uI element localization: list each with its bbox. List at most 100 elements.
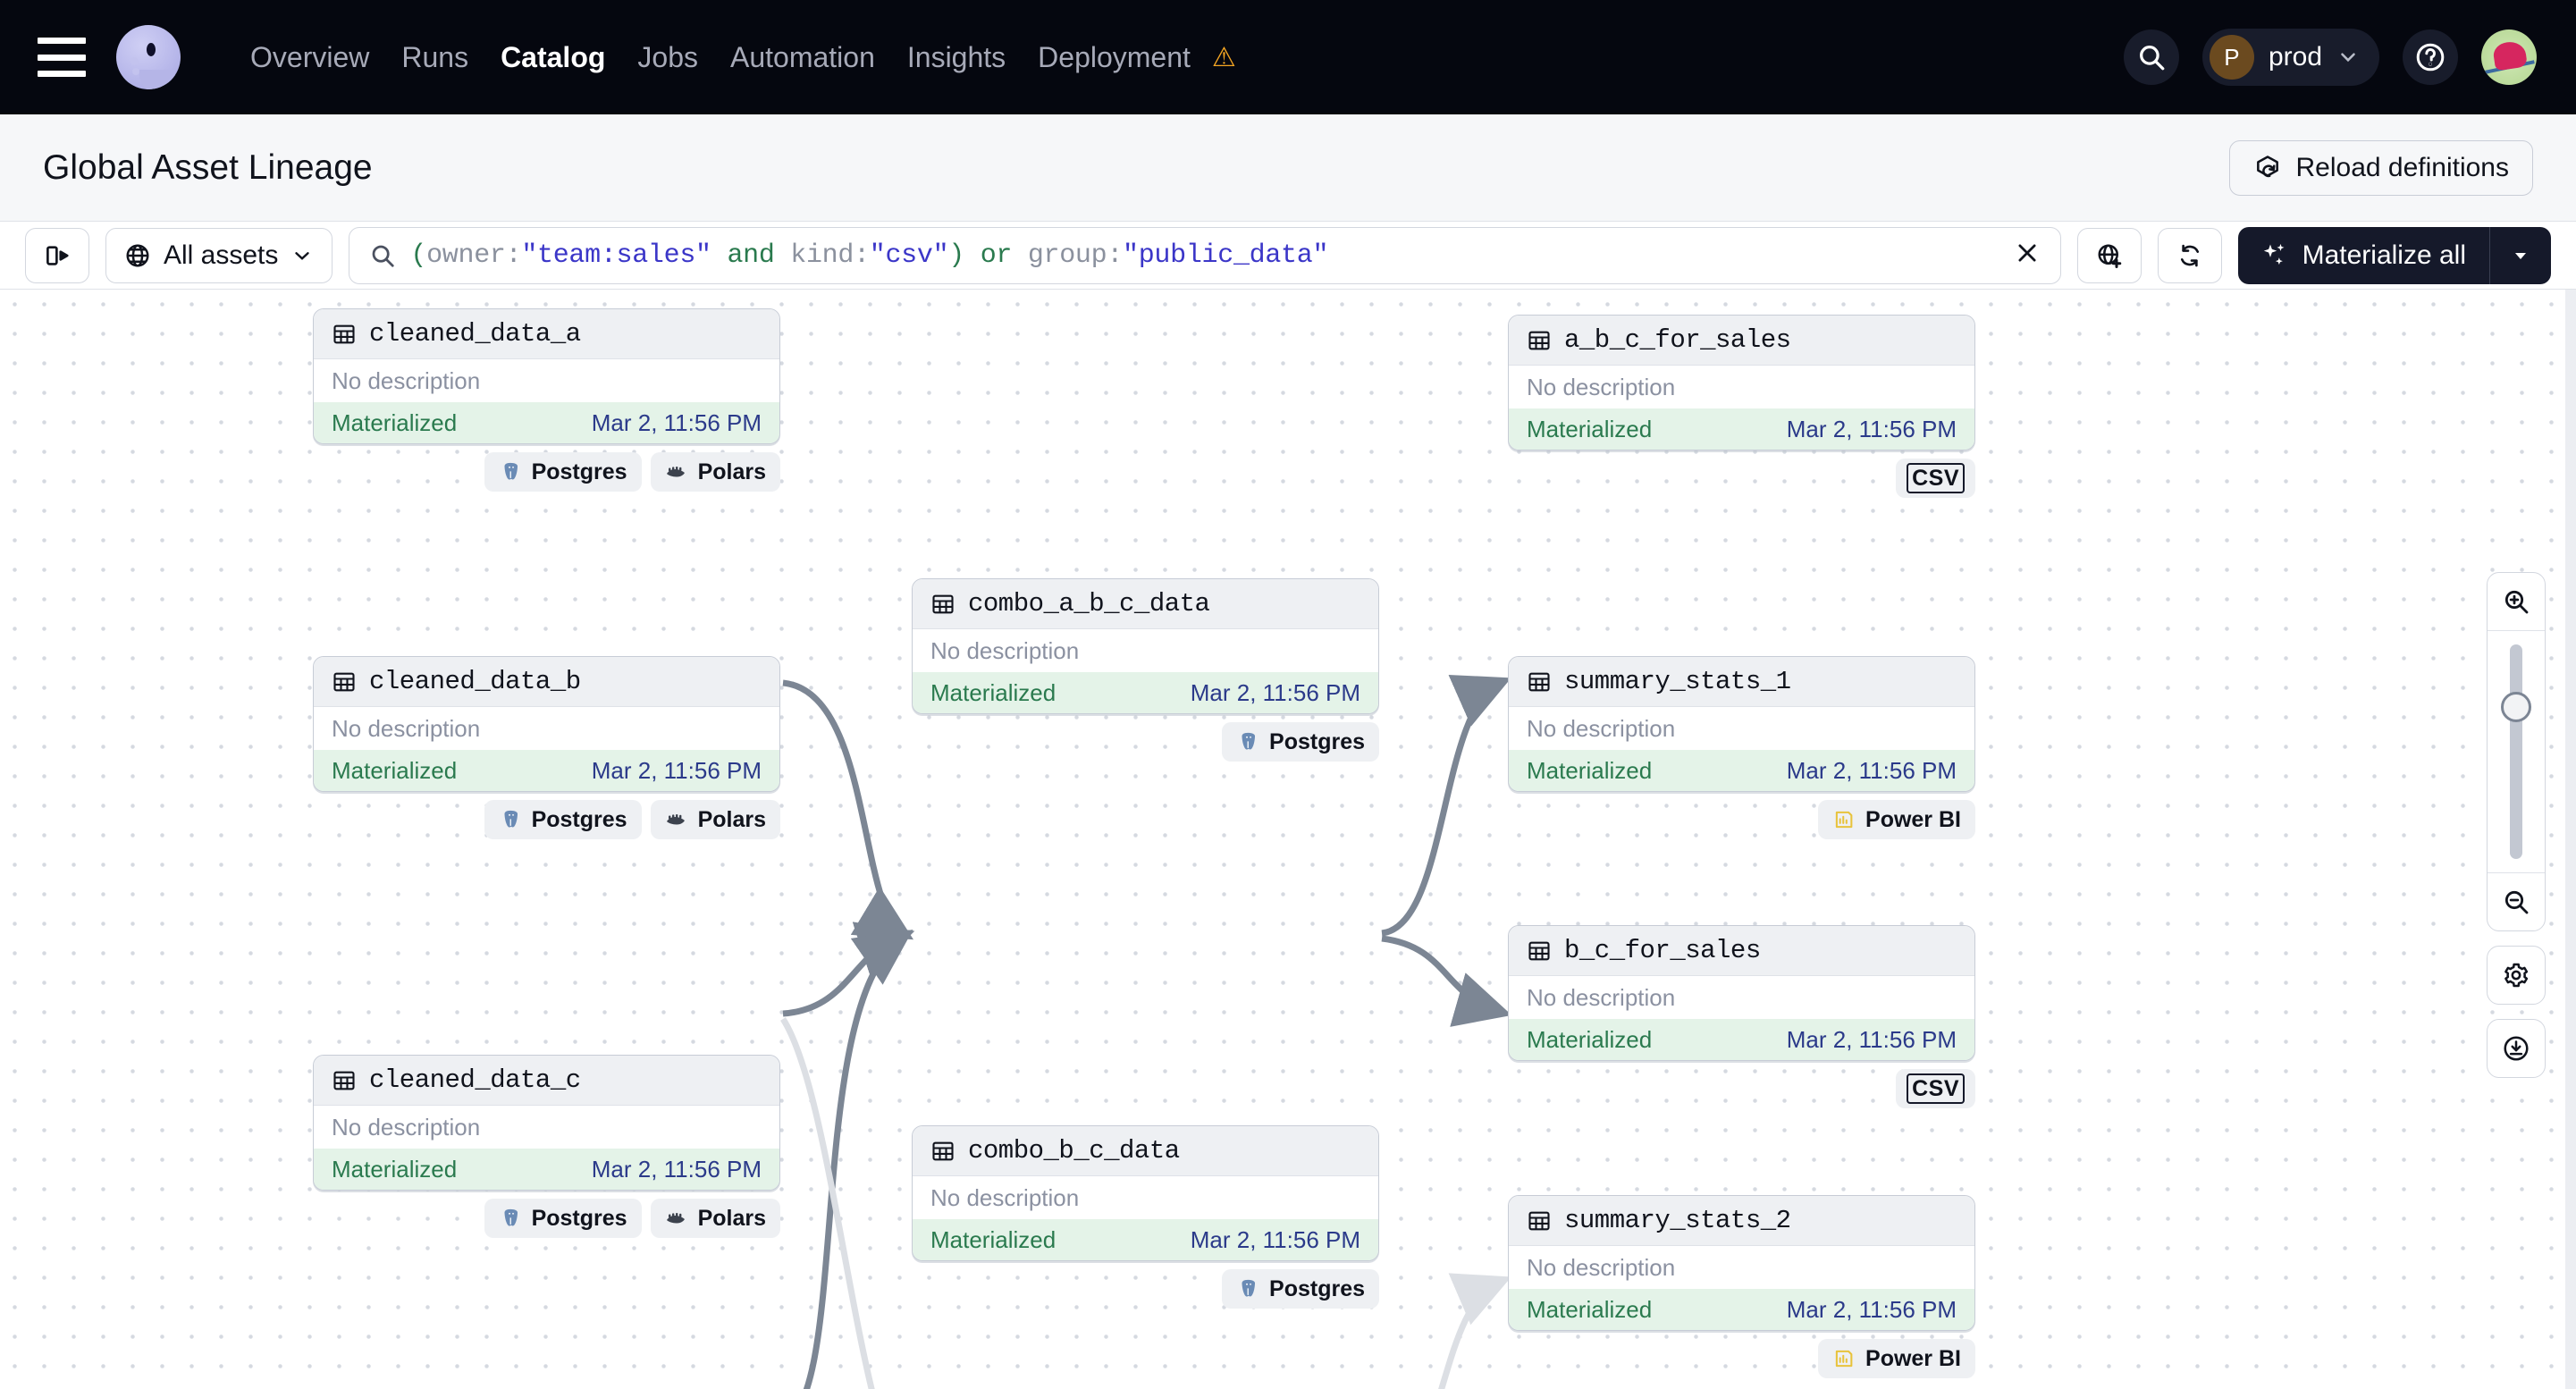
kind-tag[interactable]: CSV — [1896, 1069, 1975, 1108]
csv-icon: CSV — [1907, 1073, 1965, 1105]
asset-kind-tags: Power BI — [1508, 800, 1975, 839]
kind-tag-label: Postgres — [1269, 728, 1365, 754]
nav-link-catalog[interactable]: Catalog — [501, 40, 606, 73]
table-icon — [333, 324, 355, 343]
query-token: or — [964, 240, 1028, 271]
query-token: owner — [426, 240, 506, 271]
kind-tag[interactable]: Polars — [650, 1199, 780, 1238]
asset-node[interactable]: combo_b_c_data No description Materializ… — [912, 1125, 1379, 1261]
asset-node-description: No description — [930, 636, 1080, 664]
status-timestamp: Mar 2, 11:56 PM — [1786, 756, 1957, 784]
nav-link-automation[interactable]: Automation — [730, 40, 875, 73]
asset-node-status: Materialized Mar 2, 11:56 PM — [1509, 408, 1974, 450]
table-icon — [1528, 941, 1550, 960]
zoom-slider-thumb[interactable] — [2501, 692, 2531, 722]
table-icon — [1528, 331, 1550, 349]
asset-node[interactable]: b_c_for_sales No description Materialize… — [1508, 925, 1975, 1061]
kind-tag[interactable]: Postgres — [1222, 722, 1379, 762]
kind-tag[interactable]: Power BI — [1818, 800, 1975, 839]
download-circle-icon — [2504, 1036, 2529, 1061]
asset-scope-filter[interactable]: All assets — [105, 227, 333, 283]
asset-node-title: summary_stats_1 — [1564, 667, 1791, 696]
nav-link-insights[interactable]: Insights — [906, 40, 1006, 73]
refresh-button[interactable] — [2157, 227, 2222, 283]
gear-icon — [2504, 963, 2529, 988]
status-badge: Materialized — [1527, 1295, 1653, 1323]
kind-tag[interactable]: Postgres — [1222, 1269, 1379, 1309]
graph-settings-button[interactable] — [2487, 946, 2546, 1005]
kind-tag[interactable]: Postgres — [484, 800, 642, 839]
sparkle-icon — [2263, 243, 2285, 265]
top-navigation-bar: Overview Runs Catalog Jobs Automation Insight… — [0, 0, 2576, 114]
materialize-dropdown-toggle[interactable] — [2490, 245, 2551, 266]
chevron-down-icon — [295, 251, 310, 260]
asset-node-description: No description — [1527, 1253, 1676, 1281]
asset-node[interactable]: cleaned_data_b No description Materializ… — [313, 656, 780, 792]
asset-node-title: combo_a_b_c_data — [968, 589, 1210, 619]
search-icon — [373, 245, 395, 267]
globe-plus-icon — [2098, 244, 2121, 268]
nav-link-runs[interactable]: Runs — [401, 40, 469, 73]
kind-tag-label: Postgres — [531, 806, 627, 832]
asset-kind-tags: Postgres — [912, 1269, 1379, 1309]
user-avatar[interactable] — [2481, 29, 2537, 85]
search-icon[interactable] — [2123, 29, 2179, 85]
table-icon — [333, 672, 355, 691]
powerbi-icon — [1835, 811, 1853, 829]
help-circle-icon[interactable] — [2403, 29, 2458, 85]
materialize-all-button[interactable]: Materialize all — [2237, 226, 2551, 284]
globe-add-button[interactable] — [2076, 227, 2142, 283]
vertical-scrollbar[interactable] — [2565, 290, 2576, 1389]
table-icon — [932, 1141, 954, 1160]
search-input[interactable]: (owner:"team:sales" and kind:"csv") or g… — [410, 240, 1328, 271]
zoom-in-icon[interactable] — [2488, 573, 2545, 630]
asset-node[interactable]: summary_stats_2 No description Materiali… — [1508, 1195, 1975, 1331]
asset-node-status: Materialized Mar 2, 11:56 PM — [314, 402, 779, 443]
sidebar-toggle-button[interactable] — [25, 227, 89, 283]
zoom-slider[interactable] — [2488, 631, 2545, 872]
kind-tag[interactable]: Postgres — [484, 452, 642, 492]
query-token: "public_data" — [1123, 240, 1329, 271]
powerbi-icon — [1835, 1350, 1853, 1368]
asset-node[interactable]: combo_a_b_c_data No description Material… — [912, 578, 1379, 714]
download-graph-button[interactable] — [2487, 1019, 2546, 1078]
asset-node-status: Materialized Mar 2, 11:56 PM — [913, 1219, 1378, 1260]
dagster-logo[interactable] — [116, 25, 181, 89]
status-badge: Materialized — [930, 1225, 1056, 1253]
zoom-out-icon[interactable] — [2488, 873, 2545, 930]
lineage-toolbar: All assets (owner:"team:sales" and kind:… — [0, 222, 2576, 290]
panel-expand-icon — [46, 245, 69, 265]
asset-node-description: No description — [332, 714, 481, 742]
kind-tag[interactable]: Postgres — [484, 1199, 642, 1238]
asset-node-title: a_b_c_for_sales — [1564, 325, 1791, 355]
asset-search-box[interactable]: (owner:"team:sales" and kind:"csv") or g… — [349, 226, 2061, 284]
kind-tag[interactable]: Power BI — [1818, 1339, 1975, 1378]
status-timestamp: Mar 2, 11:56 PM — [1786, 1295, 1957, 1323]
refresh-icon — [2180, 244, 2199, 266]
asset-node[interactable]: cleaned_data_c No description Materializ… — [313, 1055, 780, 1191]
kind-tag[interactable]: CSV — [1896, 459, 1975, 498]
reload-definitions-button[interactable]: Reload definitions — [2228, 139, 2533, 196]
asset-scope-label: All assets — [164, 240, 279, 270]
kind-tag[interactable]: Polars — [650, 800, 780, 839]
lineage-graph-canvas[interactable]: cleaned_data_a No description Materializ… — [0, 290, 2576, 1389]
asset-kind-tags: Postgres Polars — [313, 1199, 780, 1238]
deployment-selector[interactable]: P prod — [2201, 29, 2379, 86]
query-token: : — [1107, 240, 1124, 271]
asset-node-header: summary_stats_1 — [1509, 657, 1974, 707]
kind-tag[interactable]: Polars — [650, 452, 780, 492]
asset-node-description: No description — [1527, 983, 1676, 1011]
asset-node[interactable]: cleaned_data_a No description Materializ… — [313, 308, 780, 444]
clear-search-icon[interactable] — [2014, 240, 2041, 271]
hamburger-menu-icon[interactable] — [38, 38, 86, 77]
asset-node[interactable]: summary_stats_1 No description Materiali… — [1508, 656, 1975, 792]
nav-link-deployment[interactable]: Deployment — [1038, 40, 1191, 73]
asset-node-header: cleaned_data_a — [314, 309, 779, 359]
asset-node-title: cleaned_data_a — [369, 319, 581, 349]
nav-link-jobs[interactable]: Jobs — [637, 40, 698, 73]
deployment-badge: P — [2209, 35, 2254, 80]
reload-definitions-label: Reload definitions — [2295, 152, 2510, 182]
asset-node-status: Materialized Mar 2, 11:56 PM — [1509, 750, 1974, 791]
asset-node[interactable]: a_b_c_for_sales No description Materiali… — [1508, 315, 1975, 450]
nav-link-overview[interactable]: Overview — [250, 40, 370, 73]
